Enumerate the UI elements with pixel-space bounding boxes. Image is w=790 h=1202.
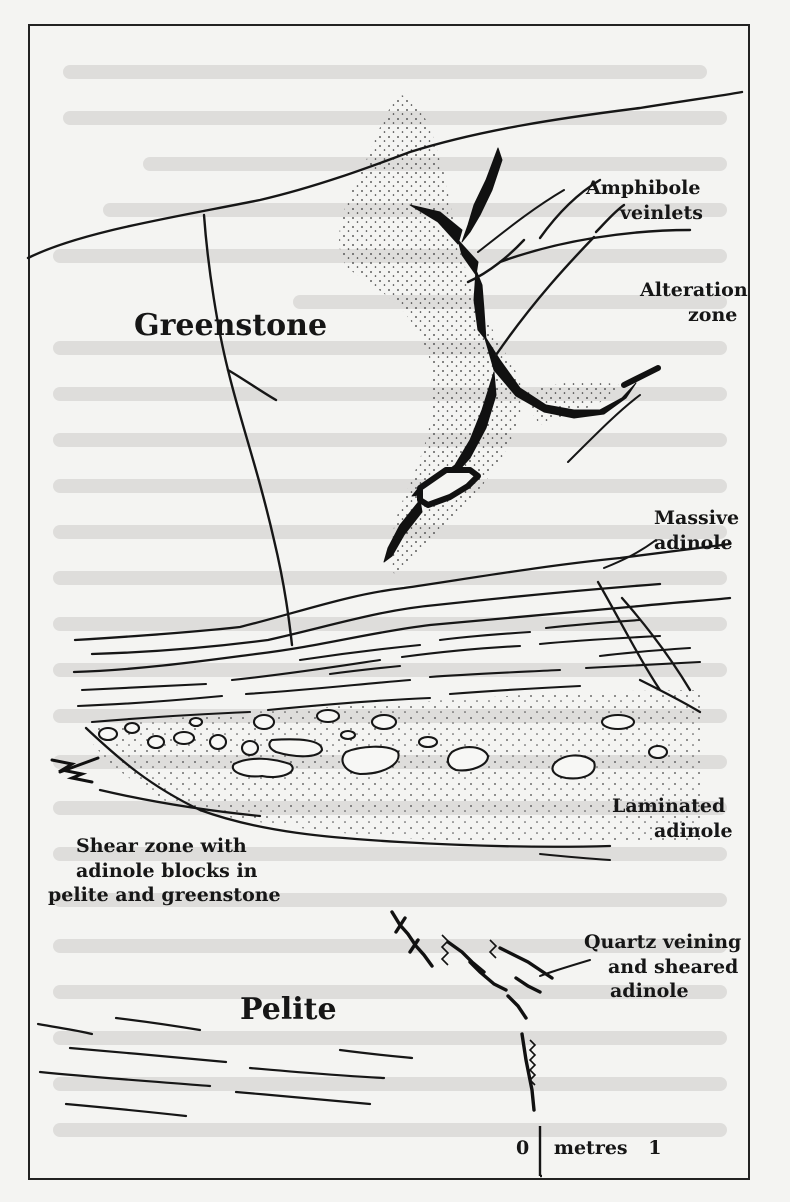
label-massive-adinole: Massive adinole	[654, 506, 739, 555]
label-shear-zone: Shear zone with adinole blocks in pelite…	[76, 834, 281, 908]
label-massive-line-2: adinole	[654, 531, 739, 556]
label-shear-line-1: Shear zone with	[76, 834, 281, 859]
shear-ticks	[52, 758, 98, 782]
label-quartz-line-3: adinole	[584, 979, 741, 1004]
label-amphibole-veinlets: Amphibole veinlets	[586, 176, 703, 225]
quartz-veining	[392, 912, 552, 1110]
label-amphibole-line-1: Amphibole	[586, 176, 703, 201]
label-greenstone-text: Greenstone	[134, 308, 327, 343]
label-massive-line-1: Massive	[654, 506, 739, 531]
label-quartz-veining: Quartz veining and sheared adinole	[584, 930, 741, 1004]
label-pelite-text: Pelite	[240, 992, 337, 1027]
label-amphibole-line-2: veinlets	[586, 201, 703, 226]
label-laminated-adinole: Laminated adinole	[612, 794, 733, 843]
label-alteration-line-2: zone	[640, 303, 748, 328]
label-alteration-line-1: Alteration	[640, 278, 748, 303]
pelite-lenses	[38, 1018, 412, 1116]
scale-label: 0 metres 1	[516, 1136, 661, 1161]
label-laminated-line-2: adinole	[612, 819, 733, 844]
label-shear-line-3: pelite and greenstone	[48, 883, 281, 908]
label-laminated-line-1: Laminated	[612, 794, 733, 819]
label-greenstone: Greenstone	[134, 306, 327, 345]
label-quartz-line-2: and sheared	[584, 955, 741, 980]
label-shear-line-2: adinole blocks in	[76, 859, 281, 884]
label-alteration-zone: Alteration zone	[640, 278, 748, 327]
scale-one: 1	[648, 1137, 661, 1159]
scale-zero: 0	[516, 1137, 529, 1159]
label-quartz-line-1: Quartz veining	[584, 930, 741, 955]
scale-unit: metres	[554, 1137, 628, 1159]
label-pelite: Pelite	[240, 990, 337, 1029]
leader-lines	[478, 190, 656, 976]
